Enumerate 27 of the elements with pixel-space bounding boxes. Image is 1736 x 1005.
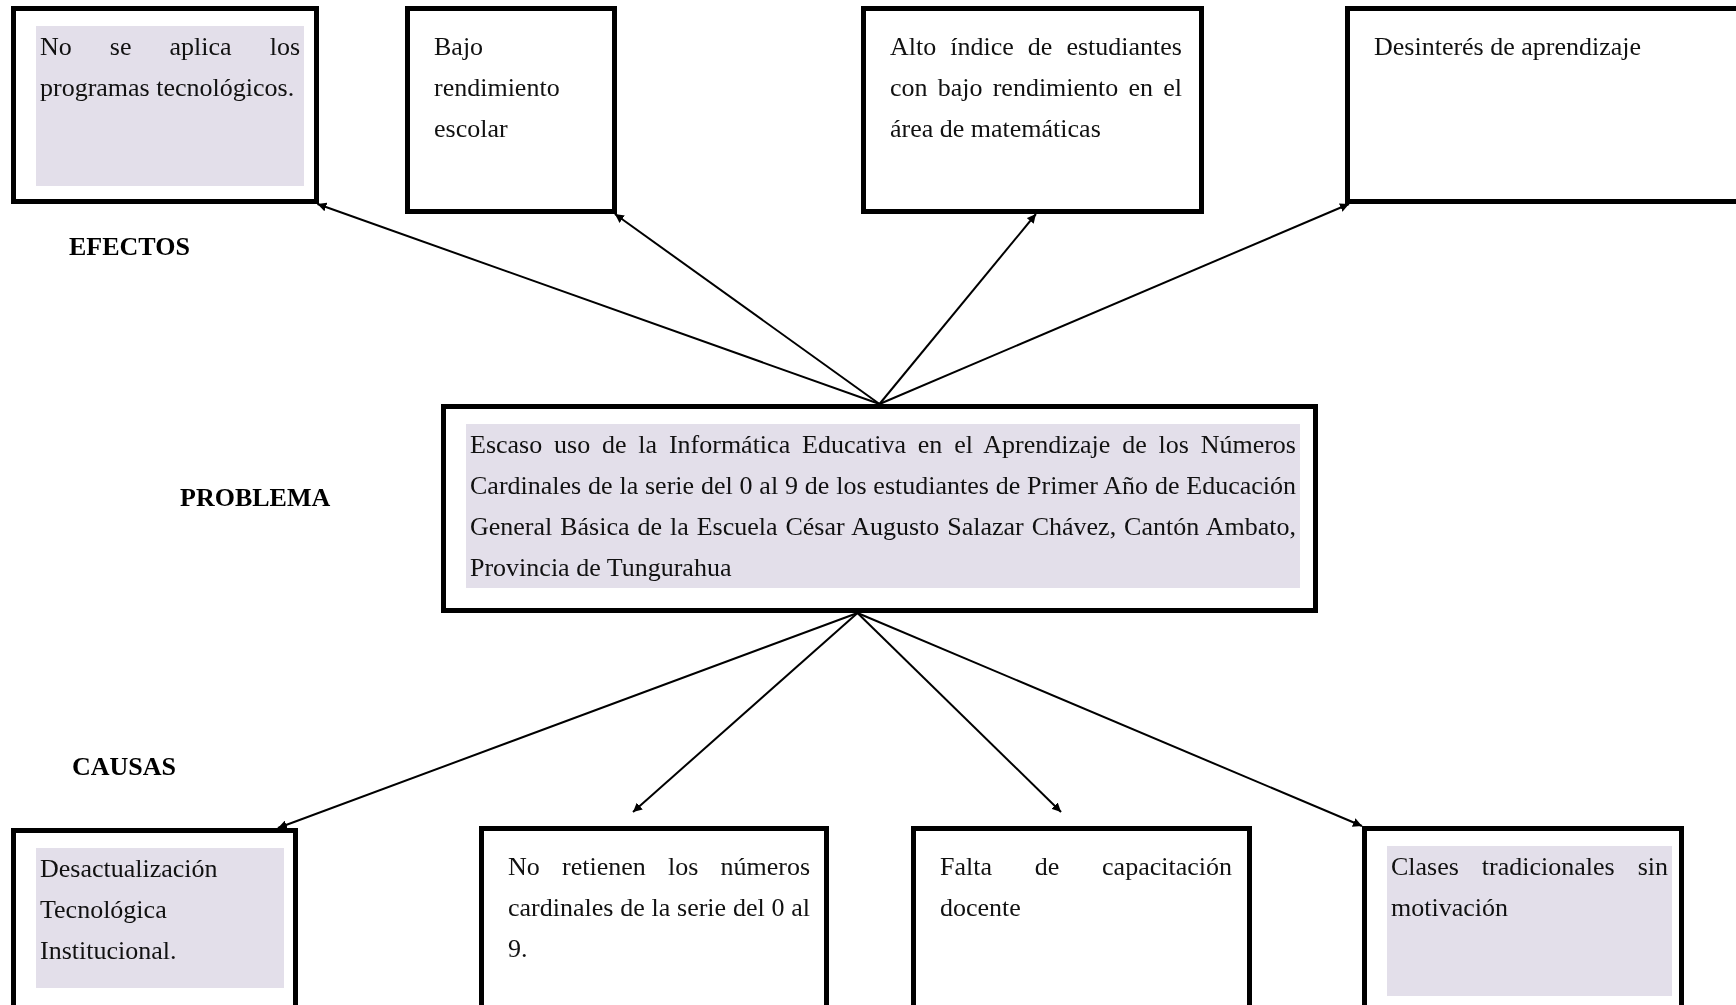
arrow xyxy=(632,612,859,813)
arrow xyxy=(878,203,1350,405)
box-text: No se aplica los programas tecnológicos. xyxy=(36,26,304,186)
text-box xyxy=(861,6,1204,214)
text-box xyxy=(11,6,319,204)
box-text: Desactualización Tecnológica Institucional. xyxy=(36,848,284,988)
arrow xyxy=(856,612,1363,827)
text-box xyxy=(911,826,1252,1005)
text-box xyxy=(11,828,298,1005)
section-label: PROBLEMA xyxy=(180,483,331,513)
box-text: Falta de capacitación docente xyxy=(939,851,1233,924)
text-box xyxy=(441,404,1318,613)
box-text: No retienen los números cardinales de la serie del 0 al 9. xyxy=(507,851,811,965)
box-text: Alto índice de estudiantes con bajo rendimiento en el área de matemáticas xyxy=(889,31,1183,145)
arrow xyxy=(878,213,1037,405)
box-text: Desinterés de aprendizaje xyxy=(1373,31,1643,63)
box-text: Bajo rendimiento escolar xyxy=(433,31,561,145)
arrow xyxy=(613,213,881,405)
section-label: CAUSAS xyxy=(72,752,177,782)
text-box xyxy=(479,826,829,1005)
box-text: Escaso uso de la Informática Educativa en el Aprendizaje de los Números Cardinales de la serie del 0 al 9 de los estudiantes de Primer Año de Educación General Básica de la Escuela César Augusto Salazar Chávez, Cantón Ambato, Provincia de Tungurahua xyxy=(466,424,1300,588)
text-box xyxy=(405,6,617,214)
text-box xyxy=(1345,6,1736,204)
arrow xyxy=(856,612,1063,813)
text-box xyxy=(1362,826,1684,1005)
box-text: Clases tradicionales sin motivación xyxy=(1387,846,1672,996)
section-label: EFECTOS xyxy=(69,232,190,262)
